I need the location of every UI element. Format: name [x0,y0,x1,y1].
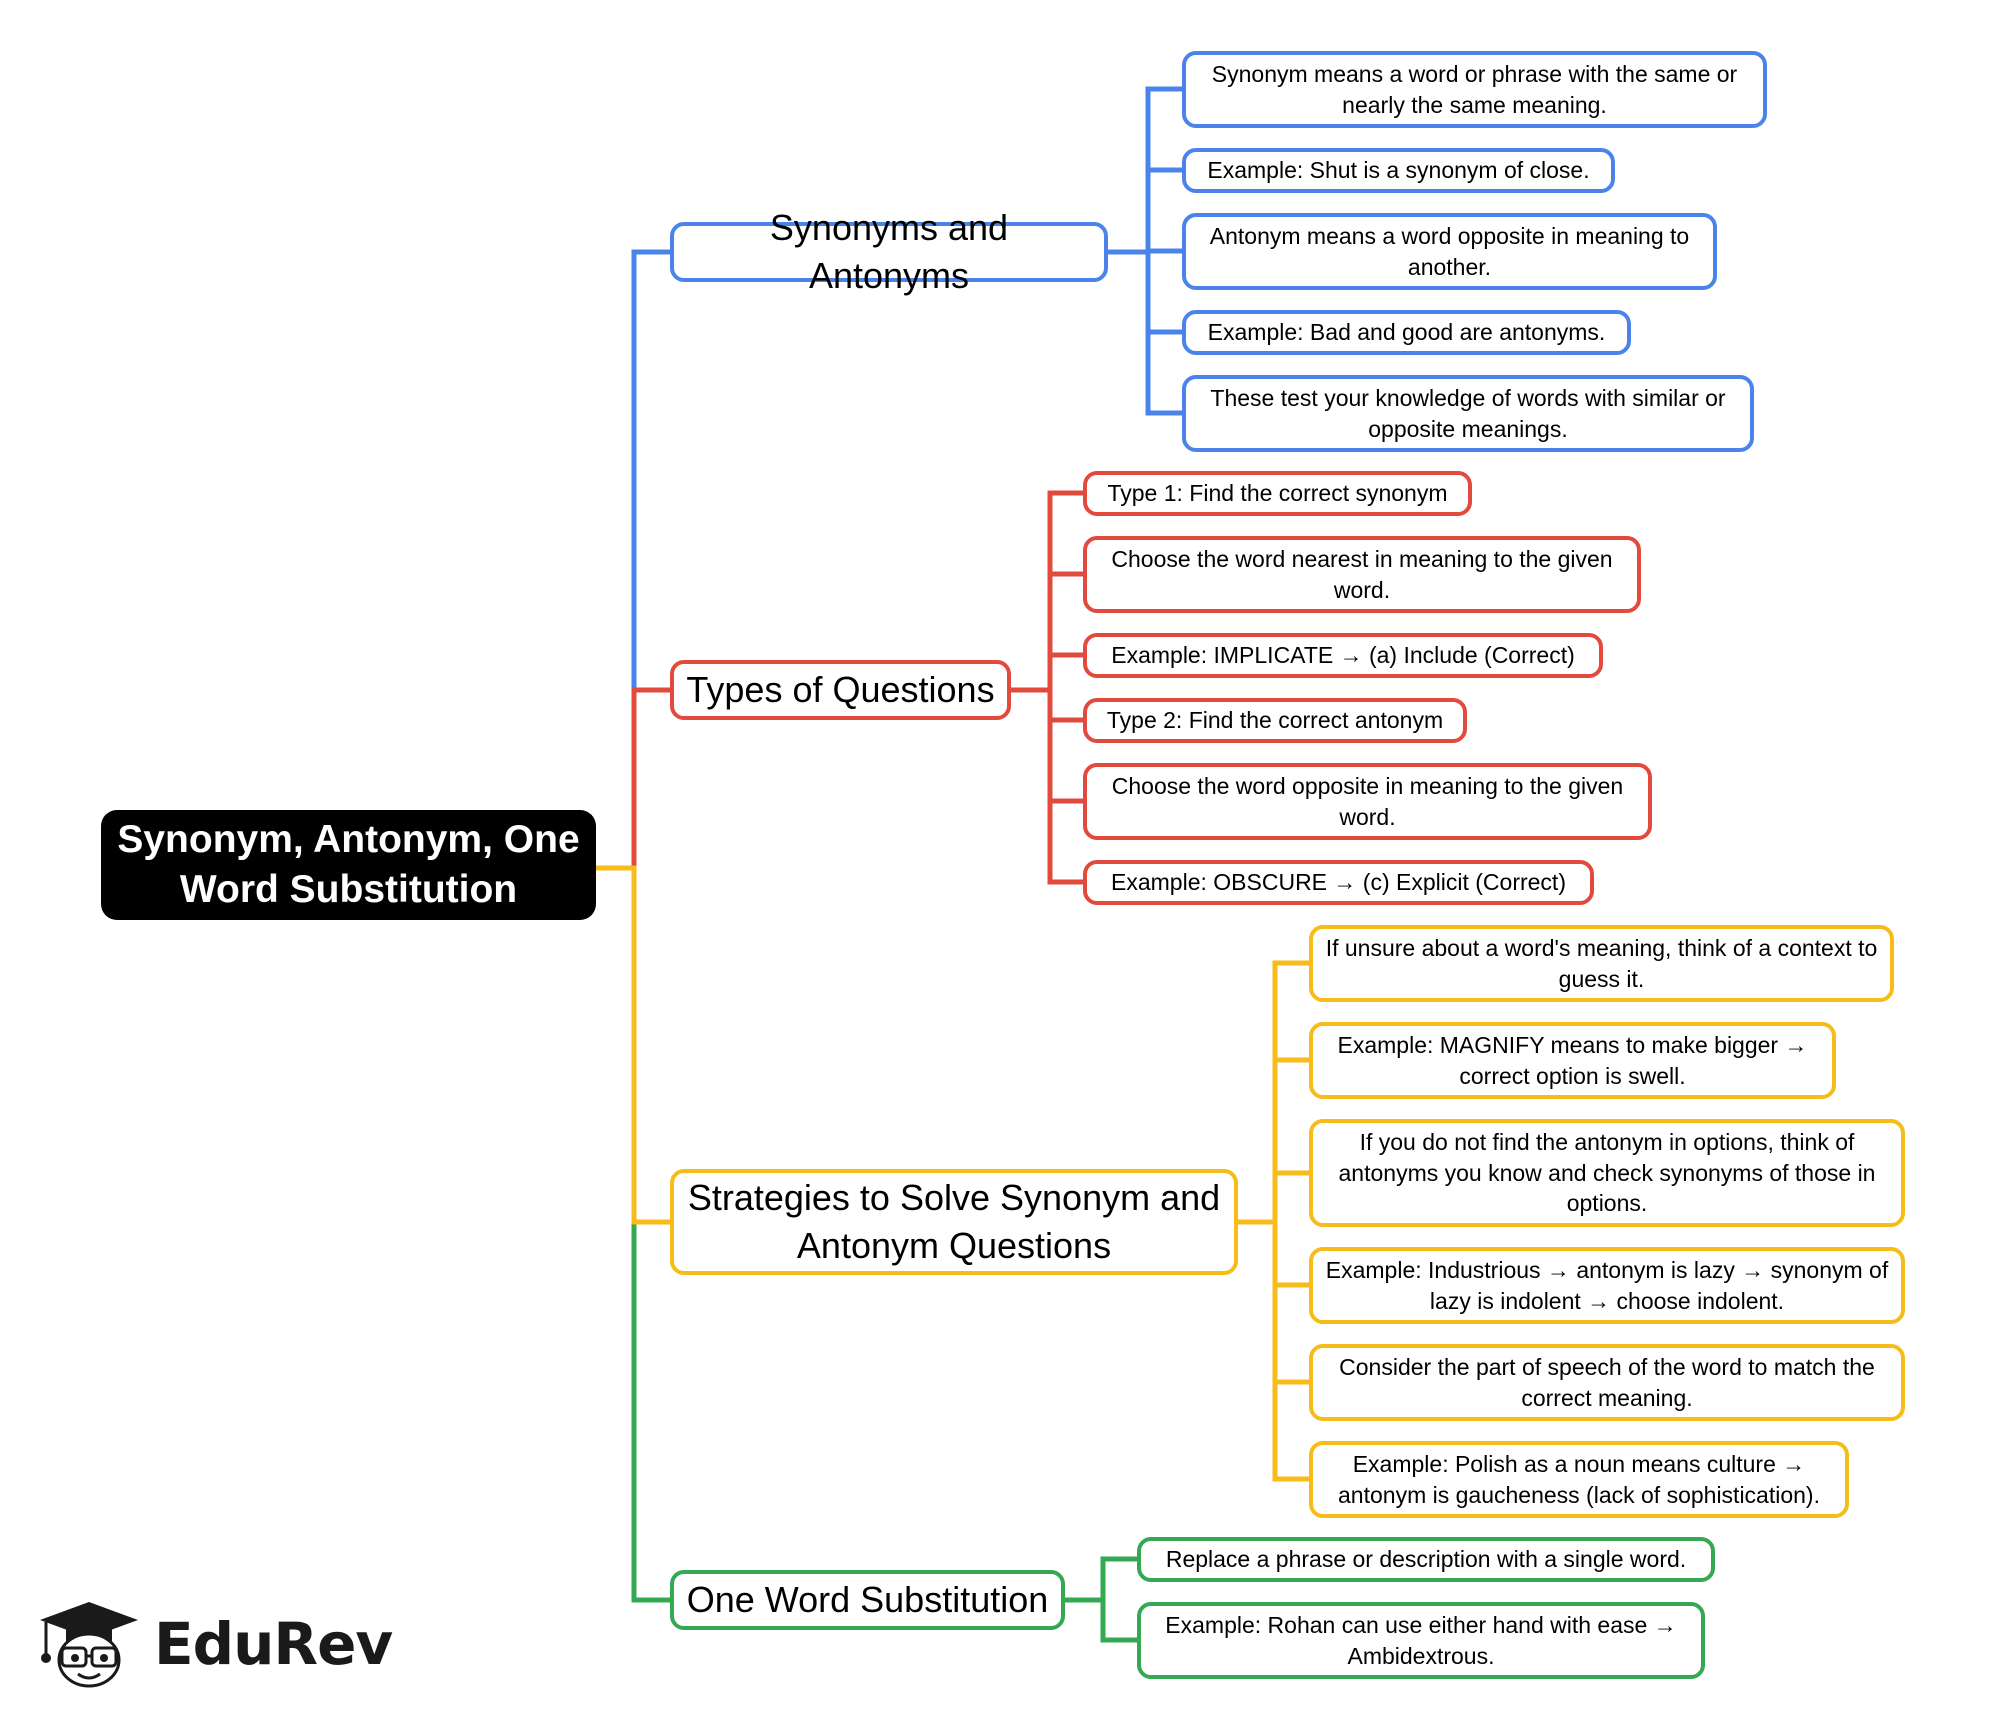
leaf-text: If unsure about a word's meaning, think … [1325,934,1878,992]
root-node: Synonym, Antonym, One Word Substitution [101,810,596,920]
leaf-antonym-definition: Antonym means a word opposite in meaning… [1182,213,1717,290]
leaf-context-guess: If unsure about a word's meaning, think … [1309,925,1894,1002]
leaf-text: Example: Polish as a noun means culture … [1338,1450,1820,1508]
branch-label: Synonyms and Antonyms [769,207,1009,296]
leaf-obscure-example: Example: OBSCURE → (c) Explicit (Correct… [1083,860,1594,905]
leaf-magnify-example: Example: MAGNIFY means to make bigger → … [1309,1022,1836,1099]
leaf-text: Choose the word opposite in meaning to t… [1111,772,1624,830]
leaf-text: Choose the word nearest in meaning to th… [1111,545,1613,603]
leaf-text: Example: OBSCURE → (c) Explicit (Correct… [1111,869,1566,896]
leaf-industrious-example: Example: Industrious → antonym is lazy →… [1309,1247,1905,1324]
branch-synonyms-and-antonyms: Synonyms and Antonyms [670,207,1108,296]
branch-types-of-questions: Types of Questions [670,660,1011,720]
leaf-text: Antonym means a word opposite in meaning… [1209,222,1690,280]
root-title: Synonym, Antonym, One Word Substitution [117,818,580,911]
leaf-text: Synonym means a word or phrase with the … [1211,60,1738,118]
branch-one-word-substitution: One Word Substitution [670,1570,1065,1630]
branch-label: Strategies to Solve Synonym and Antonym … [687,1177,1221,1266]
leaf-antonym-example: Example: Bad and good are antonyms. [1182,310,1631,355]
branch-label: Types of Questions [686,669,995,711]
leaf-ambidextrous-example: Example: Rohan can use either hand with … [1137,1602,1705,1679]
leaf-replace-phrase: Replace a phrase or description with a s… [1137,1537,1715,1582]
leaf-text: Example: Rohan can use either hand with … [1165,1611,1677,1669]
logo-text: EduRev [154,1609,393,1678]
leaf-implicate-example: Example: IMPLICATE → (a) Include (Correc… [1083,633,1603,678]
leaf-opposite-meaning: Choose the word opposite in meaning to t… [1083,763,1652,840]
edurev-logo: EduRev [38,1596,393,1691]
leaf-test-knowledge: These test your knowledge of words with … [1182,375,1754,452]
graduation-cap-mascot-icon [40,1601,138,1687]
leaf-text: Type 1: Find the correct synonym [1107,480,1448,507]
leaf-text: Example: Shut is a synonym of close. [1207,157,1590,184]
leaf-synonym-example: Example: Shut is a synonym of close. [1182,148,1615,193]
branch-label: One Word Substitution [686,1579,1049,1621]
branch-strategies: Strategies to Solve Synonym and Antonym … [670,1169,1238,1275]
leaf-antonym-strategy: If you do not find the antonym in option… [1309,1119,1905,1227]
leaf-polish-example: Example: Polish as a noun means culture … [1309,1441,1849,1518]
leaf-text: Example: Industrious → antonym is lazy →… [1325,1256,1889,1314]
leaf-text: Replace a phrase or description with a s… [1165,1546,1687,1573]
leaf-text: Type 2: Find the correct antonym [1106,707,1444,734]
leaf-text: If you do not find the antonym in option… [1338,1129,1876,1217]
leaf-part-of-speech: Consider the part of speech of the word … [1309,1344,1905,1421]
leaf-text: Example: Bad and good are antonyms. [1207,319,1606,346]
leaf-type-1: Type 1: Find the correct synonym [1083,471,1472,516]
leaf-nearest-meaning: Choose the word nearest in meaning to th… [1083,536,1641,613]
leaf-text: Consider the part of speech of the word … [1339,1353,1875,1411]
leaf-type-2: Type 2: Find the correct antonym [1083,698,1467,743]
leaf-text: Example: MAGNIFY means to make bigger → … [1337,1031,1808,1089]
leaf-synonym-definition: Synonym means a word or phrase with the … [1182,51,1767,128]
leaf-text: These test your knowledge of words with … [1210,384,1726,442]
leaf-text: Example: IMPLICATE → (a) Include (Correc… [1111,642,1575,669]
